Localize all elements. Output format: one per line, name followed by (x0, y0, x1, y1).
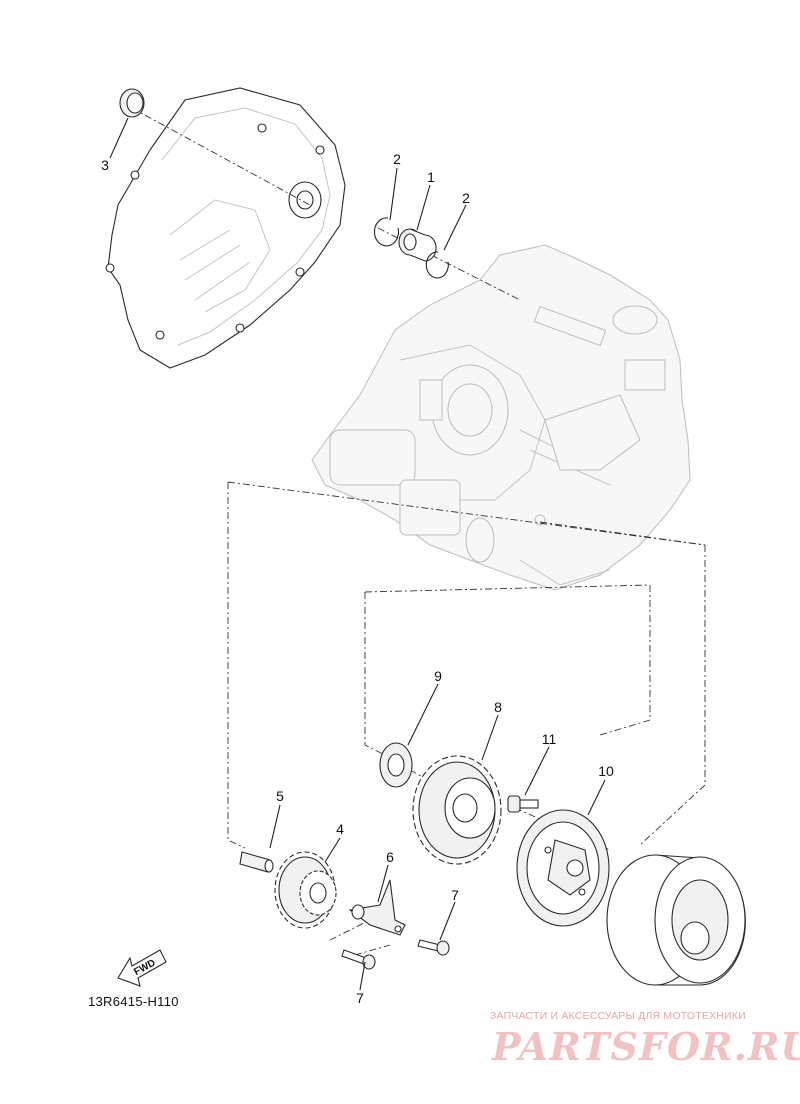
circlip-2-right (425, 251, 449, 279)
washer-9 (379, 742, 413, 788)
starter-clutch-10 (516, 809, 610, 927)
callouts: 1 2 2 3 4 5 6 7 7 8 9 10 11 (101, 151, 614, 1006)
drawing-code: 13R6415-H110 (88, 994, 179, 1009)
callout-2-right: 2 (462, 190, 470, 206)
engine-crankcase (311, 244, 691, 591)
oil-seal-3 (119, 88, 145, 118)
fwd-label: FWD (132, 958, 157, 978)
watermark-tagline: ЗАПЧАСТИ И АКСЕССУАРЫ ДЛЯ МОТОТЕХНИКИ (490, 1010, 746, 1022)
callout-11: 11 (542, 731, 557, 747)
pin-5 (239, 851, 274, 873)
callout-1: 1 (427, 169, 435, 185)
bearing-1 (398, 228, 437, 262)
callout-2-left: 2 (393, 151, 401, 167)
screw-7-left (341, 949, 376, 970)
callout-10: 10 (598, 763, 614, 779)
circlip-2-left (373, 217, 400, 247)
callout-4: 4 (336, 821, 344, 837)
callout-7-right: 7 (451, 887, 459, 903)
callout-5: 5 (276, 788, 284, 804)
crankcase-cover (105, 87, 346, 369)
callout-6: 6 (386, 849, 394, 865)
leader-lines (109, 117, 606, 991)
fwd-arrow: FWD (117, 949, 167, 987)
callout-7-left: 7 (356, 990, 364, 1006)
starter-gear-8 (412, 755, 502, 865)
screw-7-right (417, 939, 450, 956)
shaft-6 (348, 879, 406, 936)
callout-3: 3 (101, 157, 109, 173)
callout-8: 8 (494, 699, 502, 715)
rotor (606, 854, 746, 986)
callout-9: 9 (434, 668, 442, 684)
bolt-11 (507, 795, 539, 813)
idle-gear-4 (274, 851, 337, 929)
watermark-logo: PARTSFOR.RU (492, 1024, 800, 1069)
